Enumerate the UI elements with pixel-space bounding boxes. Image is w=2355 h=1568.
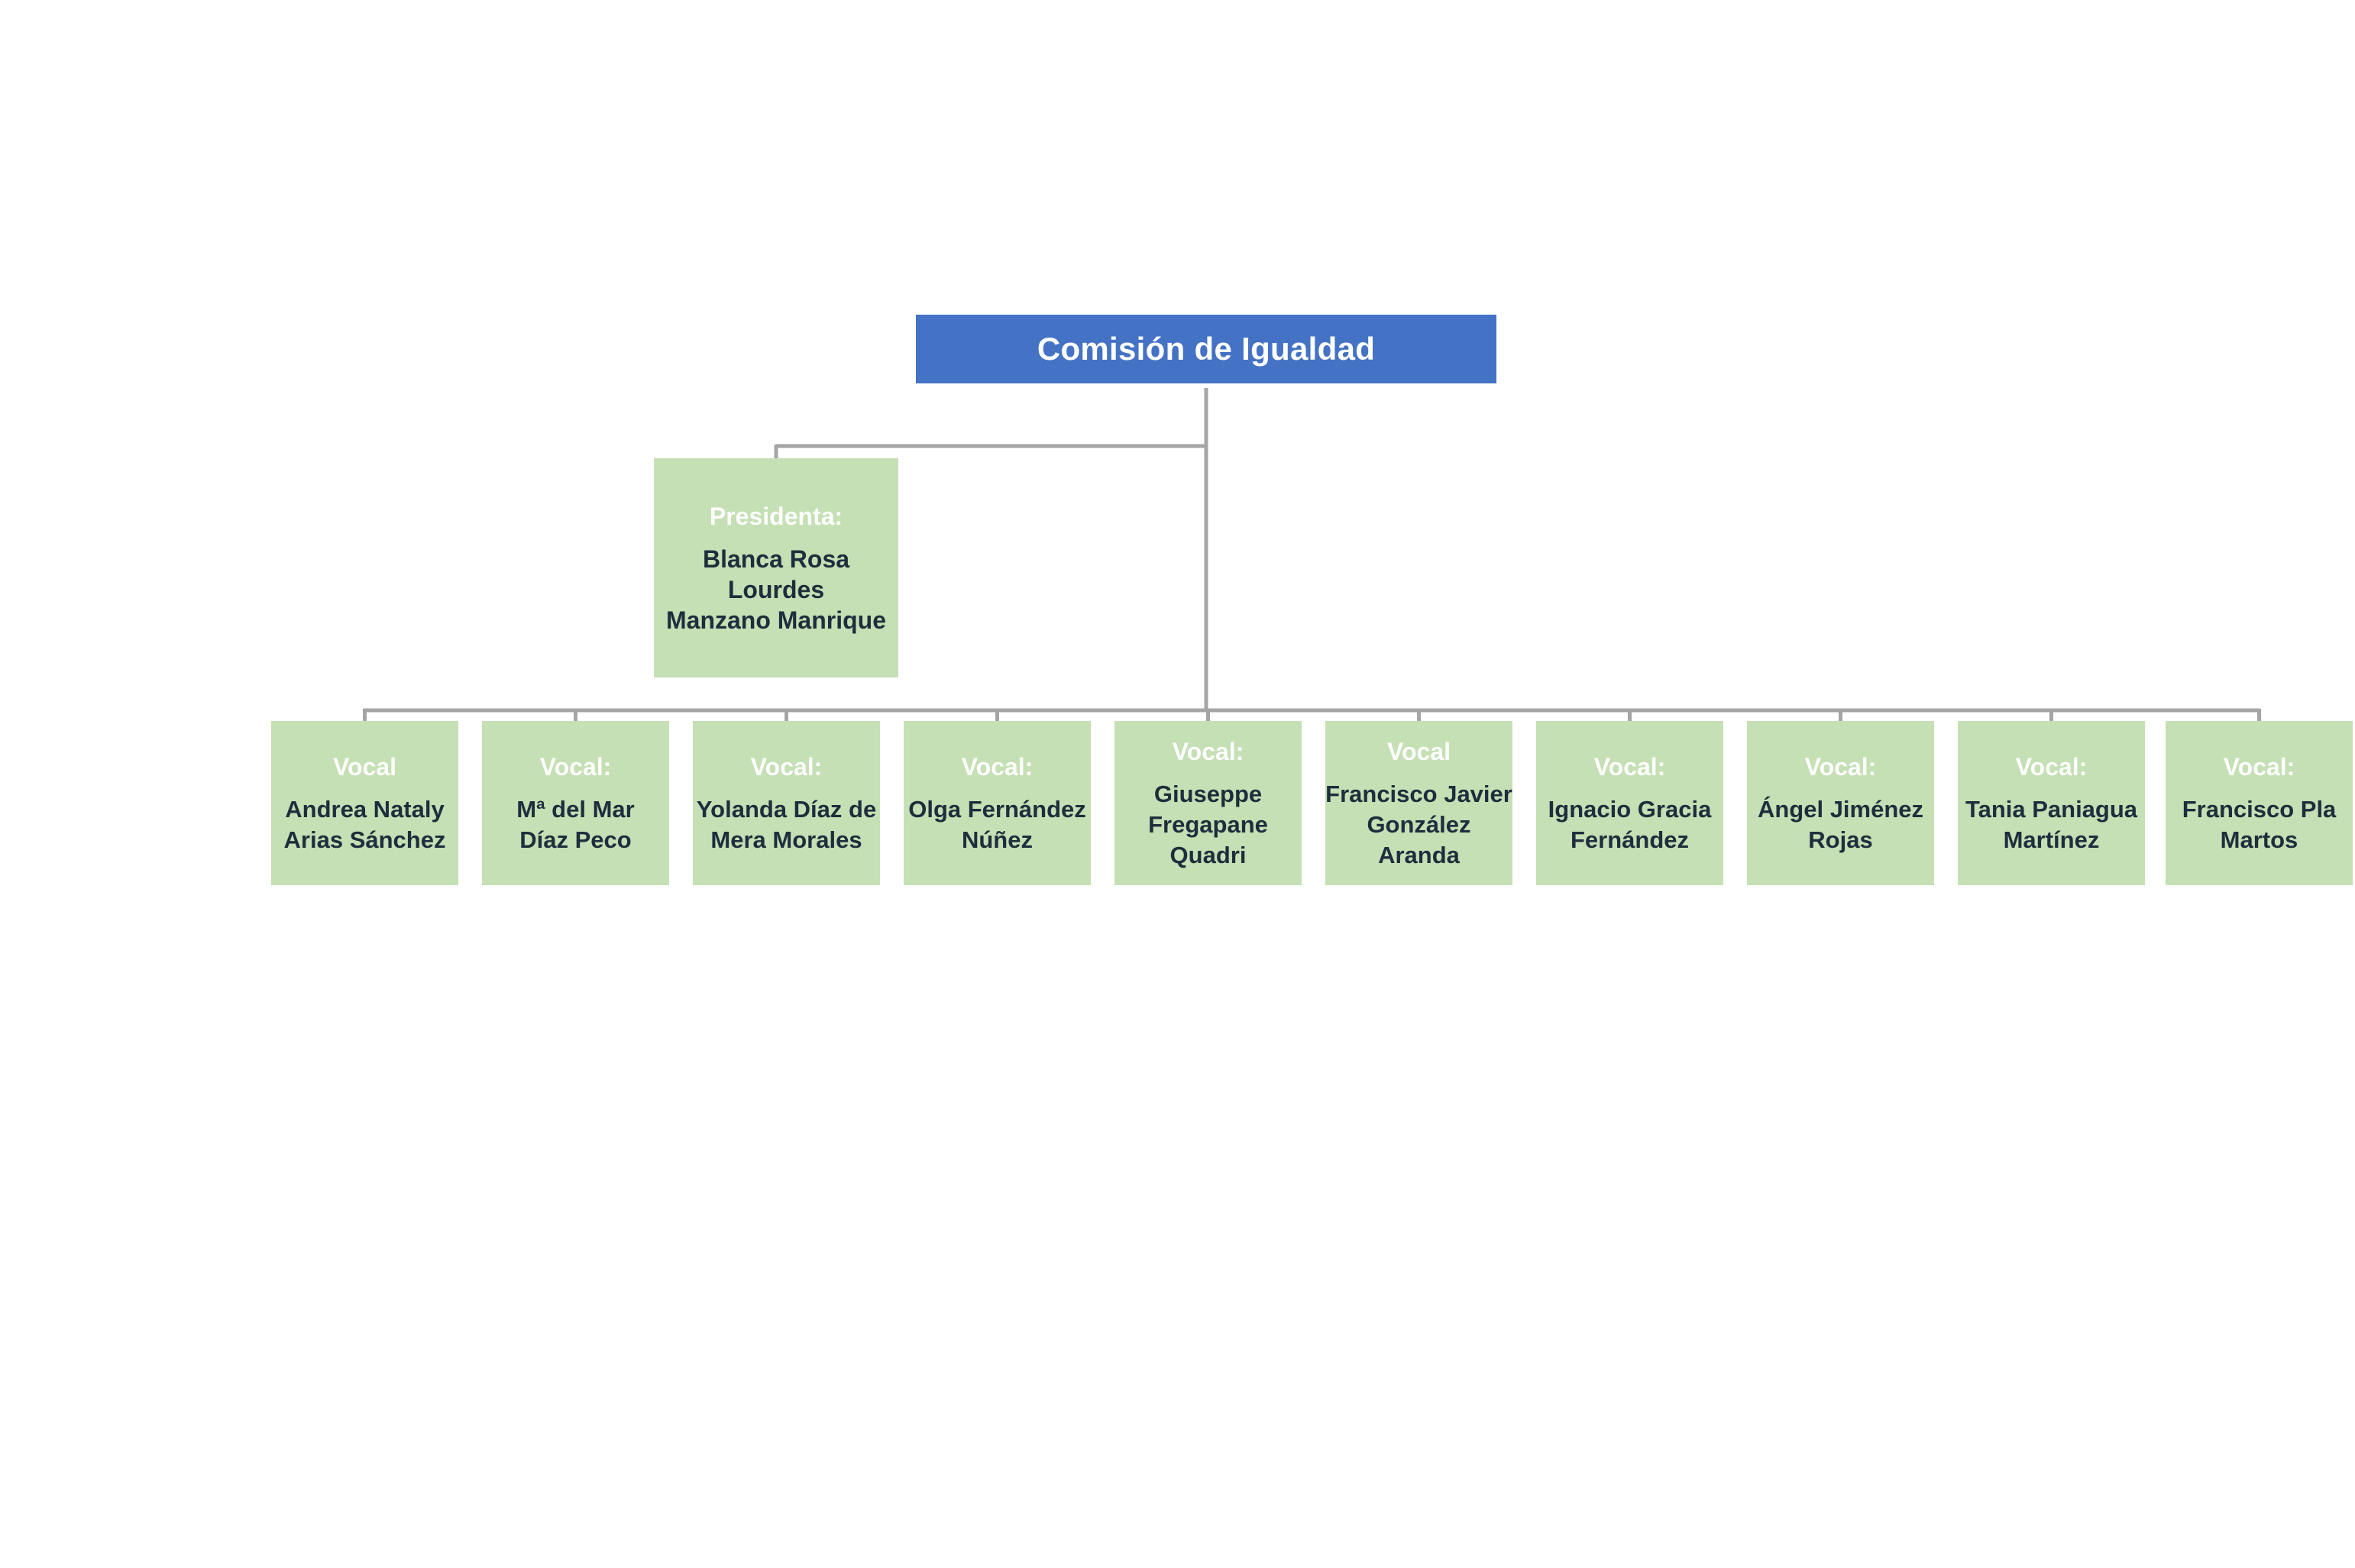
vocal-role: Vocal: (961, 752, 1034, 781)
vocal-role: Vocal: (2015, 752, 2088, 781)
vocal-role: Vocal (1387, 737, 1451, 765)
vocal-role: Vocal (333, 752, 396, 781)
vocal-row: Vocal Andrea Nataly Arias Sánchez Vocal:… (0, 721, 2355, 885)
president-name: Blanca Rosa Lourdes Manzano Manrique (665, 545, 886, 634)
vocal-node: Vocal: Ángel Jiménez Rojas (1747, 721, 1934, 885)
vocal-node: Vocal: Ignacio Gracia Fernández (1536, 721, 1723, 885)
vocal-node: Vocal: Francisco Pla Martos (2166, 721, 2353, 885)
committee-title: Comisión de Igualdad (916, 315, 1496, 383)
vocal-name: Yolanda Díaz de Mera Morales (696, 795, 877, 853)
vocal-name: Giuseppe Fregapane Quadri (1148, 780, 1268, 868)
vocal-name: Francisco Pla Martos (2182, 795, 2337, 853)
vocal-role: Vocal: (1593, 752, 1666, 781)
vocal-node: Vocal Francisco Javier González Aranda (1325, 721, 1512, 885)
vocal-role: Vocal: (2223, 752, 2295, 781)
vocal-role: Vocal: (750, 752, 823, 781)
vocal-name: Andrea Nataly Arias Sánchez (283, 795, 446, 853)
vocal-name: Ángel Jiménez Rojas (1757, 795, 1924, 853)
vocal-node: Vocal: Giuseppe Fregapane Quadri (1114, 721, 1302, 885)
vocal-node: Vocal: Olga Fernández Núñez (904, 721, 1091, 885)
vocal-role: Vocal: (1804, 752, 1877, 781)
vocal-drop-lines (363, 709, 2261, 721)
vocal-role: Vocal: (539, 752, 612, 781)
vocal-node: Vocal: Tania Paniagua Martínez (1958, 721, 2145, 885)
vocal-node: Vocal: Yolanda Díaz de Mera Morales (693, 721, 880, 885)
vocal-name: Francisco Javier González Aranda (1325, 780, 1512, 868)
vocal-role: Vocal: (1172, 737, 1244, 765)
president-node: Presidenta: Blanca Rosa Lourdes Manzano … (654, 458, 898, 677)
vocal-node: Vocal Andrea Nataly Arias Sánchez (271, 721, 458, 885)
vocal-name: Olga Fernández Núñez (908, 795, 1086, 853)
president-role: Presidenta: (709, 502, 843, 530)
vocal-name: Tania Paniagua Martínez (1965, 795, 2138, 853)
vocal-name: Ignacio Gracia Fernández (1548, 795, 1712, 853)
vocal-name: Mª del Mar Díaz Peco (516, 795, 635, 853)
vocal-node: Vocal: Mª del Mar Díaz Peco (482, 721, 669, 885)
